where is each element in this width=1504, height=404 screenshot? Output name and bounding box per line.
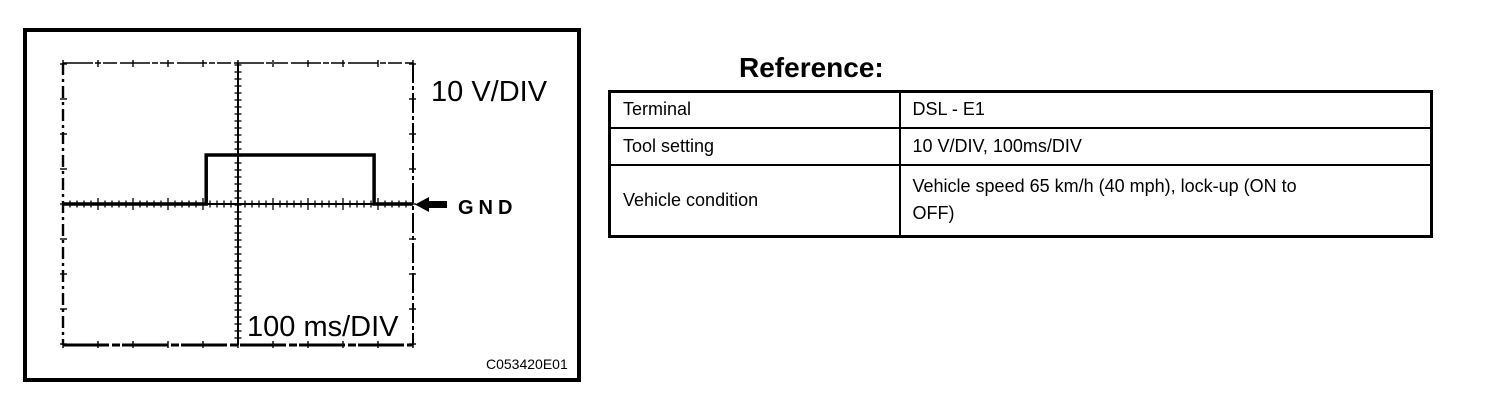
time-per-div-label: 100 ms/DIV bbox=[247, 311, 399, 343]
reference-title: Reference: bbox=[739, 52, 884, 83]
table-cell-value: DSL - E1 bbox=[898, 90, 1433, 129]
table-cell-value: Vehicle speed 65 km/h (40 mph), lock-up … bbox=[898, 163, 1433, 238]
oscilloscope-figure: 10 V/DIV 100 ms/DIV GND C053420E01 bbox=[23, 28, 581, 382]
table-cell-label: Vehicle condition bbox=[608, 163, 901, 238]
table-cell-value: 10 V/DIV, 100ms/DIV bbox=[898, 126, 1433, 166]
table-row: Terminal DSL - E1 bbox=[608, 90, 1433, 129]
table-cell-label: Tool setting bbox=[608, 126, 901, 166]
gnd-label: GND bbox=[458, 197, 518, 219]
reference-table: Terminal DSL - E1 Tool setting 10 V/DIV,… bbox=[608, 90, 1433, 238]
oscilloscope-plot bbox=[60, 60, 416, 348]
volts-per-div-label: 10 V/DIV bbox=[431, 76, 548, 108]
gnd-arrow-icon bbox=[415, 197, 447, 212]
table-cell-label: Terminal bbox=[608, 90, 901, 129]
figure-code: C053420E01 bbox=[486, 356, 568, 372]
table-row: Tool setting 10 V/DIV, 100ms/DIV bbox=[608, 126, 1433, 166]
table-row: Vehicle condition Vehicle speed 65 km/h … bbox=[608, 163, 1433, 238]
